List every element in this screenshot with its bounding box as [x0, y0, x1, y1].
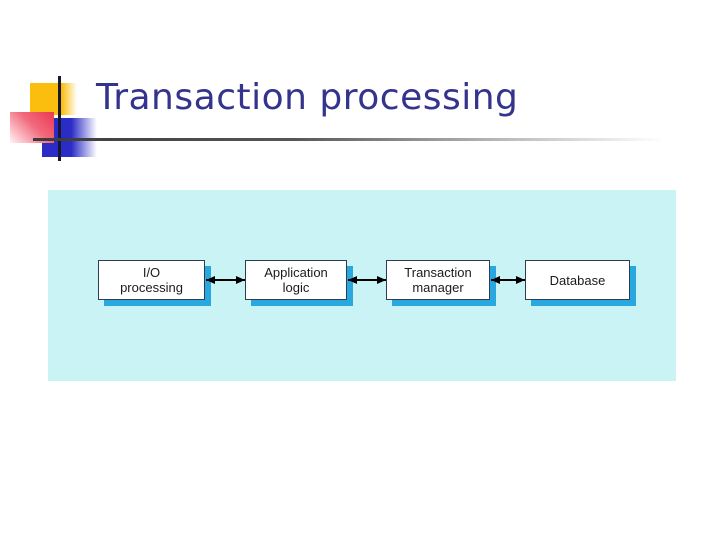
double-arrow-connector-1: [206, 275, 245, 284]
diagram-box-io-processing: I/O processing: [98, 260, 205, 300]
diagram-panel: I/O processing Application logic Transac…: [48, 190, 676, 381]
diagram-box-application-logic: Application logic: [245, 260, 347, 300]
diagram-box-transaction-manager: Transaction manager: [386, 260, 490, 300]
diagram-box-database: Database: [525, 260, 630, 300]
double-arrow-connector-3: [491, 275, 525, 284]
decoration-blue-square: [42, 118, 98, 157]
box-label-line1: I/O: [142, 265, 161, 280]
box-label-line1: Application: [264, 265, 328, 280]
slide-title: Transaction processing: [96, 77, 519, 118]
decoration-red-square: [10, 112, 54, 143]
box-label-line2: logic: [282, 280, 310, 295]
box-label-line2: manager: [412, 280, 464, 295]
decoration-yellow-square: [30, 83, 77, 115]
double-arrow-connector-2: [348, 275, 386, 284]
box-label-line1: Transaction: [404, 265, 472, 280]
box-label-line1: Database: [549, 272, 606, 288]
title-underline-rule: [33, 138, 683, 141]
decoration-vertical-line: [58, 76, 61, 161]
box-label-line2: processing: [120, 280, 183, 295]
